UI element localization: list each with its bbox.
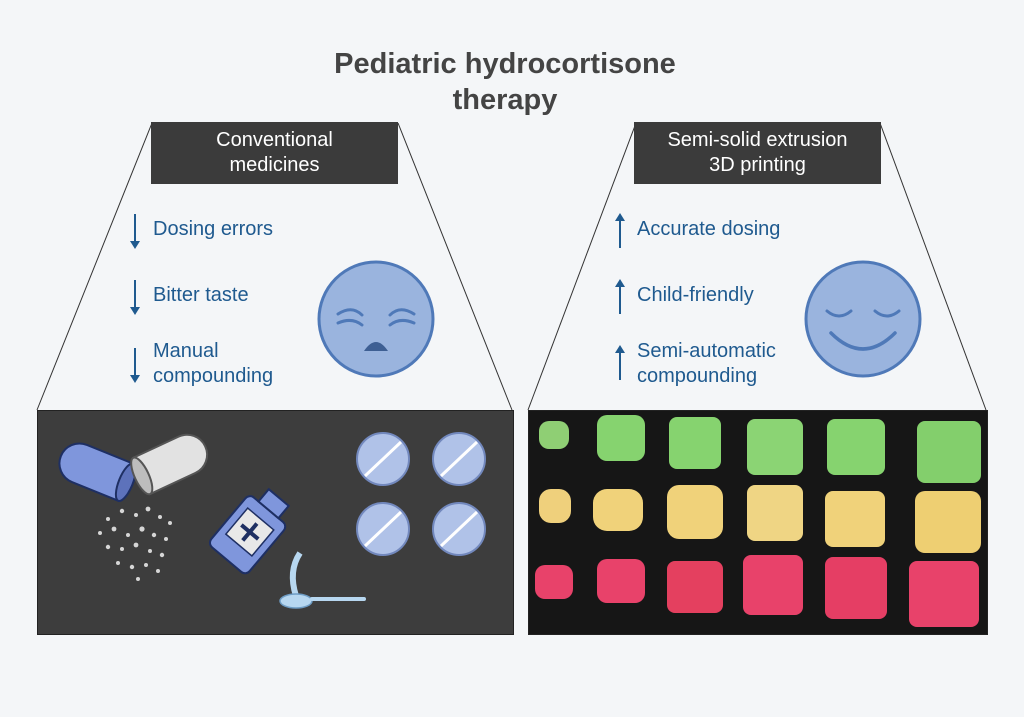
title-line-2: therapy bbox=[452, 84, 558, 116]
right-header-line-2: 3D printing bbox=[709, 154, 806, 176]
right-item-2-text: Child-friendly bbox=[637, 284, 754, 306]
right-header-line-1: Semi-solid extrusion bbox=[667, 129, 848, 151]
spoon-icon bbox=[279, 593, 366, 609]
left-item-2-text: Bitter taste bbox=[153, 284, 249, 306]
powder-particles bbox=[98, 506, 172, 581]
left-trapezoid-right-edge bbox=[397, 122, 513, 411]
right-item-accurate-dosing: Accurate dosing bbox=[637, 217, 780, 242]
left-trapezoid-left-edge bbox=[36, 122, 153, 411]
yellow-printed-cube bbox=[667, 485, 723, 539]
yellow-printed-cube bbox=[593, 489, 643, 531]
title-line-1: Pediatric hydrocortisone bbox=[334, 48, 676, 80]
tablet-icon bbox=[432, 432, 486, 486]
green-printed-cube bbox=[597, 415, 645, 461]
yellow-printed-cube bbox=[825, 491, 885, 547]
tablet-icon bbox=[432, 502, 486, 556]
conventional-medicines-header: Conventional medicines bbox=[151, 122, 398, 184]
yellow-printed-cube bbox=[915, 491, 981, 553]
arrow-down-icon bbox=[130, 214, 140, 249]
green-printed-cube bbox=[669, 417, 721, 469]
tablet-icon bbox=[356, 502, 410, 556]
right-trapezoid-left-edge bbox=[527, 122, 637, 411]
pink-printed-cube bbox=[667, 561, 723, 613]
pink-printed-cube bbox=[909, 561, 979, 627]
figure-title: Pediatric hydrocortisone therapy bbox=[250, 46, 760, 118]
right-item-semi-automatic-compounding: Semi-automatic compounding bbox=[637, 339, 776, 389]
capsule-blue-icon bbox=[58, 442, 137, 503]
3d-printing-header: Semi-solid extrusion 3D printing bbox=[634, 122, 881, 184]
green-printed-cube bbox=[747, 419, 803, 475]
left-item-1-text: Dosing errors bbox=[153, 218, 274, 240]
right-item-3-line-1: Semi-automatic bbox=[637, 340, 776, 362]
yellow-printed-cube bbox=[747, 485, 803, 541]
syrup-bottle-icon bbox=[208, 487, 291, 575]
green-printed-cube bbox=[539, 421, 569, 449]
arrow-up-icon bbox=[615, 345, 625, 380]
left-item-dosing-errors: Dosing errors bbox=[153, 217, 273, 242]
right-item-3-line-2: compounding bbox=[637, 365, 758, 387]
pink-printed-cube bbox=[743, 555, 803, 615]
pink-printed-cube bbox=[535, 565, 573, 599]
sad-face-icon bbox=[317, 260, 435, 378]
left-header-line-2: medicines bbox=[229, 154, 320, 176]
arrow-down-icon bbox=[130, 348, 140, 383]
printed-cubes-svg bbox=[535, 415, 981, 627]
arrow-down-icon bbox=[130, 280, 140, 315]
pink-printed-cube bbox=[597, 559, 645, 603]
pink-printed-cube bbox=[825, 557, 887, 619]
yellow-printed-cube bbox=[539, 489, 571, 523]
happy-face-icon bbox=[804, 260, 922, 378]
capsule-white-icon bbox=[130, 433, 209, 496]
right-item-child-friendly: Child-friendly bbox=[637, 283, 754, 308]
left-header-line-1: Conventional bbox=[216, 129, 333, 151]
green-printed-cube bbox=[917, 421, 981, 483]
green-printed-cube bbox=[827, 419, 885, 475]
left-item-3-line-1: Manual bbox=[153, 340, 219, 362]
left-item-manual-compounding: Manual compounding bbox=[153, 339, 273, 389]
3d-printed-dosage-forms-photo bbox=[528, 410, 988, 635]
conventional-illustration-svg bbox=[58, 432, 486, 609]
right-item-1-text: Accurate dosing bbox=[637, 218, 781, 240]
right-trapezoid-right-edge bbox=[879, 122, 987, 411]
tablet-icon bbox=[356, 432, 410, 486]
syrup-stream bbox=[289, 551, 303, 597]
arrow-up-icon bbox=[615, 279, 625, 314]
left-item-bitter-taste: Bitter taste bbox=[153, 283, 249, 308]
left-item-3-line-2: compounding bbox=[153, 365, 274, 387]
arrow-up-icon bbox=[615, 213, 625, 248]
conventional-medicines-illustration bbox=[37, 410, 514, 635]
